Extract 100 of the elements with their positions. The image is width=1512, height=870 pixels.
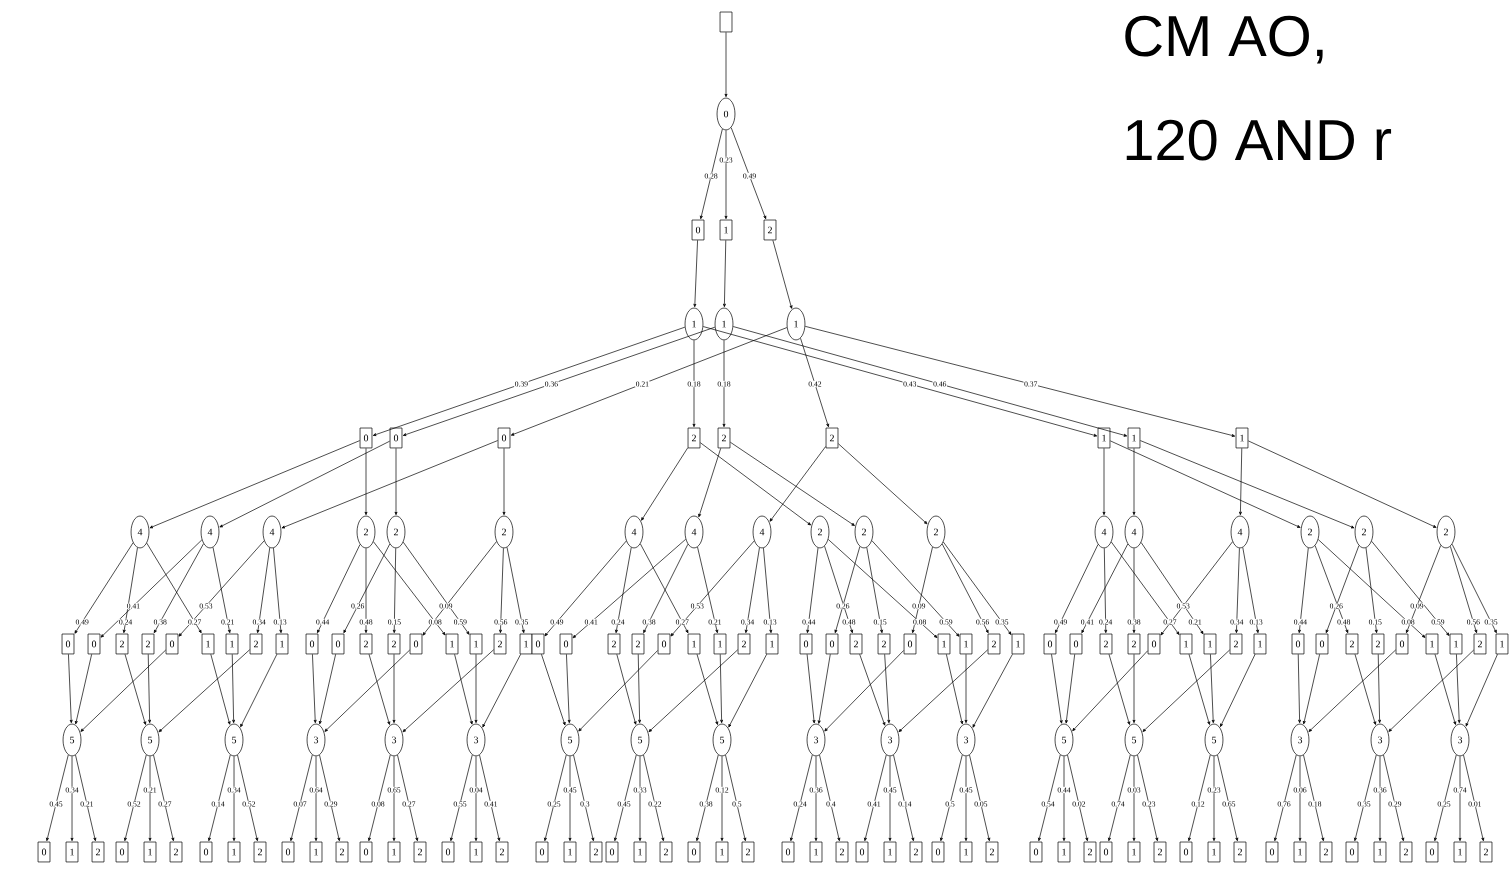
arrow	[318, 653, 336, 725]
arrow	[700, 442, 812, 526]
arrow	[392, 755, 396, 842]
arrow	[482, 653, 521, 728]
arrow	[730, 127, 767, 220]
arrow	[544, 754, 567, 842]
arrow	[1377, 653, 1382, 724]
arrow	[75, 754, 97, 842]
arrow	[817, 653, 831, 724]
arrow	[541, 653, 566, 726]
arrow	[80, 649, 167, 732]
arrow	[1103, 547, 1108, 634]
arrow	[864, 754, 887, 842]
arrow	[670, 540, 755, 637]
arrow	[888, 755, 892, 842]
arrow	[290, 754, 313, 842]
arrow	[237, 754, 259, 842]
arrow	[212, 547, 231, 634]
arrow	[1067, 754, 1089, 842]
arrow	[74, 542, 134, 634]
arrow	[149, 440, 361, 529]
arrow	[1062, 755, 1066, 842]
arrow	[544, 540, 627, 637]
arrow	[502, 447, 506, 516]
arrow	[178, 540, 265, 637]
arrow	[1188, 754, 1211, 842]
arrow	[638, 755, 642, 842]
arrow	[479, 754, 501, 842]
arrow	[158, 649, 251, 733]
arrow	[1456, 653, 1461, 724]
arrow	[1434, 754, 1457, 842]
arrow	[616, 653, 637, 725]
arrow	[1160, 541, 1233, 636]
arrow	[364, 547, 368, 634]
arrow	[946, 653, 964, 725]
arrow	[256, 547, 271, 634]
arrow	[573, 754, 595, 842]
arrow	[1081, 543, 1129, 634]
arrow	[866, 547, 883, 634]
arrow	[724, 129, 728, 220]
arrow	[232, 755, 236, 842]
arrow	[827, 539, 938, 638]
arrow	[1110, 440, 1301, 528]
arrow	[1365, 547, 1378, 634]
arrow	[1450, 546, 1478, 634]
arrow	[219, 440, 391, 528]
arrow	[1388, 649, 1474, 732]
arrow	[474, 653, 478, 724]
arrow	[1188, 653, 1211, 725]
arrow	[454, 653, 473, 725]
arrow	[124, 754, 147, 842]
arrow	[1102, 447, 1106, 516]
arrow	[824, 650, 905, 732]
heading-text: 120 AND r	[1126, 119, 1392, 161]
arrow	[763, 547, 773, 634]
arrow	[148, 755, 152, 842]
value-box	[719, 11, 733, 33]
arrow	[474, 755, 478, 842]
arrow	[572, 538, 687, 639]
arrow	[1210, 653, 1215, 724]
arrow	[372, 326, 686, 436]
arrow	[324, 649, 411, 732]
arrow	[402, 326, 716, 436]
arrow	[1354, 653, 1377, 725]
arrow	[273, 547, 283, 634]
arrow	[1317, 539, 1426, 638]
arrow	[1140, 440, 1355, 529]
arrow	[392, 547, 397, 634]
arrow	[824, 545, 853, 634]
arrow	[769, 446, 827, 522]
arrow	[368, 653, 391, 725]
arrow	[153, 754, 175, 842]
arrow	[871, 540, 960, 637]
arrow	[281, 440, 499, 529]
arrow	[697, 546, 719, 634]
arrow	[1132, 547, 1136, 634]
arrow	[1297, 653, 1302, 724]
arrow	[804, 326, 1236, 437]
arrow	[1220, 653, 1256, 727]
arrow	[1406, 545, 1442, 634]
arrow	[1235, 547, 1240, 634]
arrow	[392, 653, 396, 724]
arrow	[319, 754, 341, 842]
arrow	[699, 128, 723, 220]
arrow	[972, 653, 1013, 728]
arrow	[317, 544, 361, 634]
arrow	[643, 754, 665, 842]
arrow	[1298, 755, 1302, 842]
arrow	[1055, 544, 1099, 634]
arrow	[1072, 650, 1149, 732]
arrow	[578, 650, 659, 732]
arrow	[1132, 447, 1136, 516]
arrow	[210, 653, 231, 725]
arrow	[964, 755, 968, 842]
arrow	[838, 443, 928, 525]
arrow	[364, 447, 368, 516]
arrow	[1378, 755, 1382, 842]
arrow	[940, 754, 963, 842]
arrow	[1465, 653, 1498, 727]
arrow	[1354, 754, 1377, 842]
